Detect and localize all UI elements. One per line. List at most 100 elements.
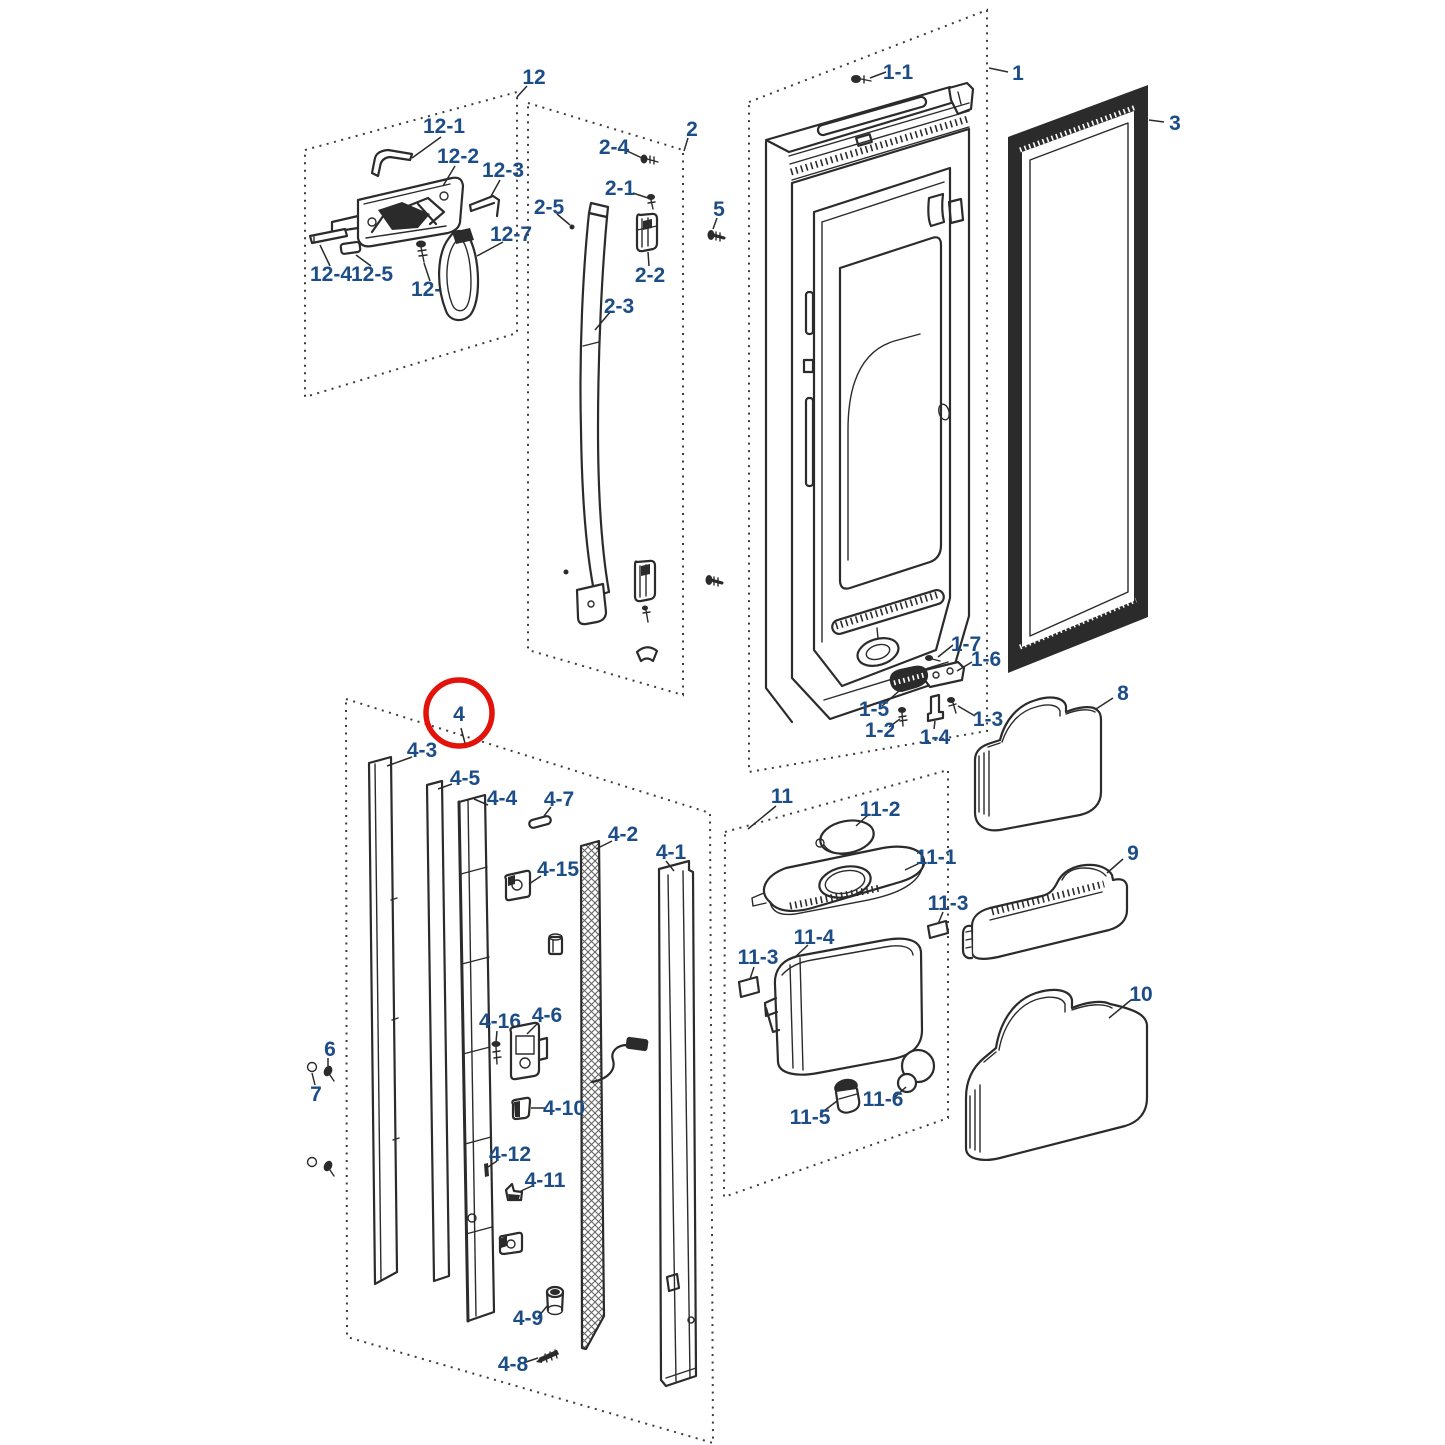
part-3-door-gasket: 3 bbox=[1008, 85, 1181, 673]
part-12-5-clip: 12-5 bbox=[339, 240, 393, 286]
callout-1-3: 1-3 bbox=[973, 708, 1003, 731]
part-4-3-trim-strip: 4-3 bbox=[367, 739, 437, 1286]
callout-12-1: 12-1 bbox=[423, 115, 465, 138]
callout-11-3-right: 11-3 bbox=[928, 892, 969, 915]
section-11-boundary bbox=[722, 768, 949, 1199]
callout-1: 1 bbox=[1012, 62, 1024, 85]
part-1-door-inner-panel bbox=[764, 81, 975, 724]
part-1-4-hinge-pin: 1-4 bbox=[920, 693, 950, 749]
callout-4-3: 4-3 bbox=[407, 739, 437, 762]
part-1-1-screw: 1-1 bbox=[851, 61, 913, 84]
part-11-6-float-ball: 11-6 bbox=[863, 1048, 936, 1111]
part-4-15-clip: 4-15 bbox=[504, 858, 579, 902]
part-11-3-clip-left: 11-3 bbox=[738, 946, 779, 999]
callout-11-1: 11-1 bbox=[916, 846, 957, 869]
callout-2-1: 2-1 bbox=[605, 177, 636, 200]
part-1-2-screw: 1-2 bbox=[865, 707, 908, 742]
callout-4: 4 bbox=[453, 703, 465, 726]
part-4-6-bracket: 4-6 bbox=[509, 1004, 562, 1081]
callout-10: 10 bbox=[1129, 983, 1152, 1006]
part-1-3-screw: 1-3 bbox=[947, 697, 1003, 731]
section-11: 11 11-2 11-1 11-3 11-3 bbox=[722, 768, 969, 1199]
section-2: 2 2-4 2-1 2-2 2-3 bbox=[527, 101, 698, 697]
part-4-7-spacer: 4-7 bbox=[528, 788, 574, 829]
callout-1-2: 1-2 bbox=[865, 719, 895, 742]
callout-4-16: 4-16 bbox=[479, 1010, 521, 1033]
callout-1-1: 1-1 bbox=[883, 61, 914, 84]
part-1-5-cap: 1-5 bbox=[859, 665, 929, 721]
part-2-2-handle-bracket: 2-2 bbox=[635, 212, 665, 287]
section-12: 12 12-1 12-2 12-3 12-4 bbox=[304, 66, 546, 399]
callout-4-11: 4-11 bbox=[525, 1169, 566, 1192]
leader-2 bbox=[683, 137, 689, 152]
part-2-3-door-handle: 2-3 bbox=[563, 201, 634, 626]
callout-5: 5 bbox=[713, 198, 725, 221]
callout-11-3-left: 11-3 bbox=[738, 946, 779, 969]
part-7-washer: 7 bbox=[306, 1061, 322, 1106]
callout-1-5: 1-5 bbox=[859, 698, 890, 721]
part-11-3-clip-right: 11-3 bbox=[926, 892, 969, 940]
callout-4-7: 4-7 bbox=[544, 788, 574, 811]
callout-4-9: 4-9 bbox=[513, 1307, 543, 1330]
part-4-2-heater-strip: 4-2 bbox=[579, 823, 638, 1351]
callout-11-4: 11-4 bbox=[794, 926, 835, 949]
callout-2-3: 2-3 bbox=[604, 295, 634, 318]
part-11-5-drain-plug: 11-5 bbox=[790, 1078, 861, 1129]
leader-12 bbox=[516, 85, 528, 98]
part-11-4-tank-body: 11-4 bbox=[763, 926, 924, 1076]
callout-4-10: 4-10 bbox=[543, 1097, 585, 1120]
section-4: 4 4-3 4-5 4-4 4-7 bbox=[344, 677, 715, 1445]
part-4-8-screw: 4-8 bbox=[498, 1349, 560, 1376]
callout-4-8: 4-8 bbox=[498, 1353, 529, 1376]
callout-4-2: 4-2 bbox=[608, 823, 638, 846]
part-4-4-pillar-cover: 4-4 bbox=[457, 787, 518, 1323]
callout-4-5: 4-5 bbox=[450, 767, 481, 790]
section-1: 1 1-1 bbox=[748, 8, 1024, 774]
part-4-16-screw: 4-16 bbox=[479, 1010, 521, 1065]
callout-11-6: 11-6 bbox=[863, 1088, 904, 1111]
leader-1 bbox=[988, 67, 1009, 73]
callout-1-6: 1-6 bbox=[971, 648, 1001, 671]
part-5-screw: 5 bbox=[707, 198, 726, 242]
part-fastener-pair-lower bbox=[306, 1156, 335, 1177]
part-4-lower-clip bbox=[498, 1231, 524, 1256]
callout-2: 2 bbox=[686, 118, 698, 141]
part-2-5-pin: 2-5 bbox=[534, 196, 575, 230]
part-1-7-screw: 1-7 bbox=[925, 633, 981, 662]
leader-11 bbox=[747, 805, 777, 830]
highlight-circle-part-4 bbox=[423, 677, 495, 749]
part-4-9-cap: 4-9 bbox=[513, 1285, 565, 1330]
callout-4-1: 4-1 bbox=[656, 841, 687, 864]
part-10-door-bin: 10 bbox=[964, 983, 1153, 1161]
callout-11-2: 11-2 bbox=[860, 798, 901, 821]
part-9-door-bin: 9 bbox=[961, 842, 1139, 960]
part-4-1-mullion-bar: 4-1 bbox=[656, 841, 698, 1388]
part-4-5-foam-strip: 4-5 bbox=[425, 767, 481, 1283]
part-5-screw-lower bbox=[705, 575, 724, 587]
part-4-wire-harness bbox=[590, 1036, 649, 1084]
part-12-3-angle-clip: 12-3 bbox=[468, 159, 524, 218]
callout-12: 12 bbox=[522, 66, 545, 89]
callout-11-5: 11-5 bbox=[790, 1106, 831, 1129]
part-12-1-wire-clip: 12-1 bbox=[370, 115, 465, 178]
callout-4-12: 4-12 bbox=[489, 1143, 531, 1166]
part-4-12-pin: 4-12 bbox=[484, 1143, 531, 1177]
part-2-lower-bracket-set bbox=[633, 559, 659, 663]
callout-2-5: 2-5 bbox=[534, 196, 565, 219]
section-1-boundary bbox=[748, 8, 988, 774]
callout-1-7: 1-7 bbox=[951, 633, 981, 656]
part-8-door-bin: 8 bbox=[973, 682, 1129, 832]
callout-2-4: 2-4 bbox=[599, 136, 630, 159]
callout-12-5: 12-5 bbox=[351, 263, 393, 286]
section-4-boundary bbox=[344, 697, 715, 1445]
part-4-11-clip: 4-11 bbox=[504, 1169, 566, 1202]
callout-12-4: 12-4 bbox=[310, 263, 352, 286]
callout-4-15: 4-15 bbox=[537, 858, 579, 881]
callout-4-4: 4-4 bbox=[487, 787, 518, 810]
part-11-2-tank-cap: 11-2 bbox=[815, 798, 901, 856]
callout-7: 7 bbox=[310, 1083, 322, 1106]
section-2-boundary bbox=[527, 101, 684, 697]
part-11-1-tank-cover: 11-1 bbox=[751, 845, 957, 916]
